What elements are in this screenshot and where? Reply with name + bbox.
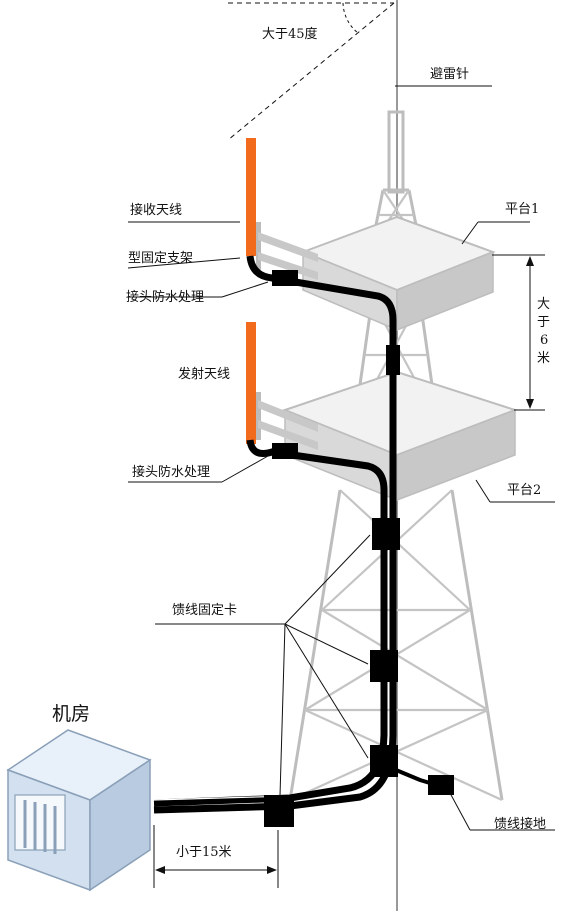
feeder-ground-label: 馈线接地 [494, 816, 546, 832]
cable-clamp-label: 馈线固定卡 [172, 603, 237, 618]
machine-room-building [8, 730, 150, 890]
angle-label: 大于45度 [262, 26, 318, 42]
ground-clamp [428, 775, 454, 795]
bracket-label: 型固定支架 [128, 251, 193, 266]
lightning-rod-label: 避雷针 [430, 67, 469, 82]
height-gap-char: 6 [540, 333, 548, 348]
waterproof-label-2: 接头防水处理 [132, 464, 210, 480]
receive-antenna [246, 138, 256, 256]
platform-2 [285, 372, 515, 500]
angle-guide [228, 3, 394, 140]
cable-clamp [370, 650, 398, 682]
cable-clamp [386, 345, 400, 375]
cable-clamp [372, 518, 400, 550]
machine-room-label: 机房 [52, 703, 90, 725]
platform-1-label: 平台1 [505, 202, 539, 217]
height-gap-char: 米 [537, 351, 550, 366]
transmit-antenna [246, 322, 256, 444]
height-gap-char: 大 [537, 297, 550, 312]
platform-1 [303, 217, 493, 330]
receive-antenna-label: 接收天线 [130, 202, 182, 218]
platform-2-label: 平台2 [507, 483, 541, 498]
waterproof-joint-2 [272, 443, 298, 459]
cable-clamp [370, 745, 398, 777]
cable-clamp [264, 795, 294, 827]
waterproof-label-1: 接头防水处理 [126, 289, 204, 305]
transmit-antenna-label: 发射天线 [178, 366, 230, 382]
height-gap-char: 于 [537, 315, 550, 330]
distance-label: 小于15米 [176, 845, 232, 860]
waterproof-joint-1 [272, 270, 298, 286]
